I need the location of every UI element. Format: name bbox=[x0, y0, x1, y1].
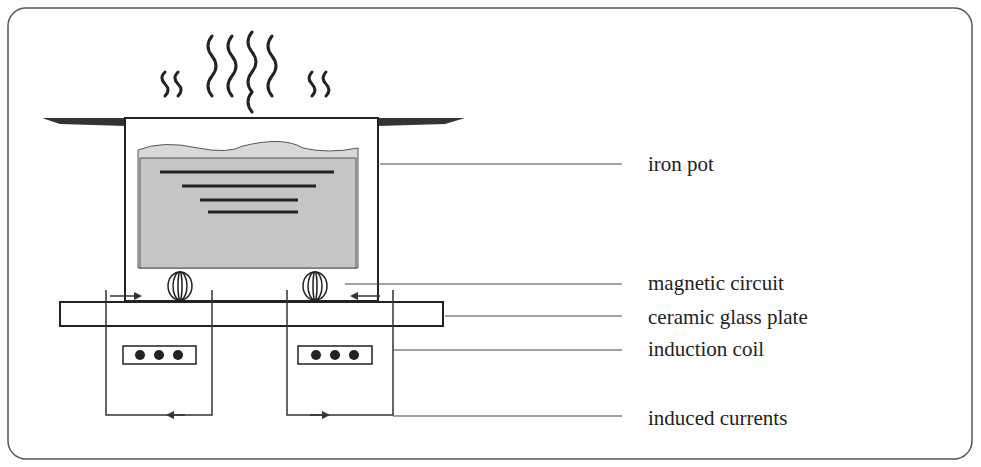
part-label: iron pot bbox=[648, 154, 714, 175]
part-label: magnetic circuit bbox=[648, 273, 784, 294]
part-label: ceramic glass plate bbox=[648, 307, 808, 328]
part-label: induction coil bbox=[648, 339, 764, 360]
part-label: induced currents bbox=[648, 408, 787, 429]
